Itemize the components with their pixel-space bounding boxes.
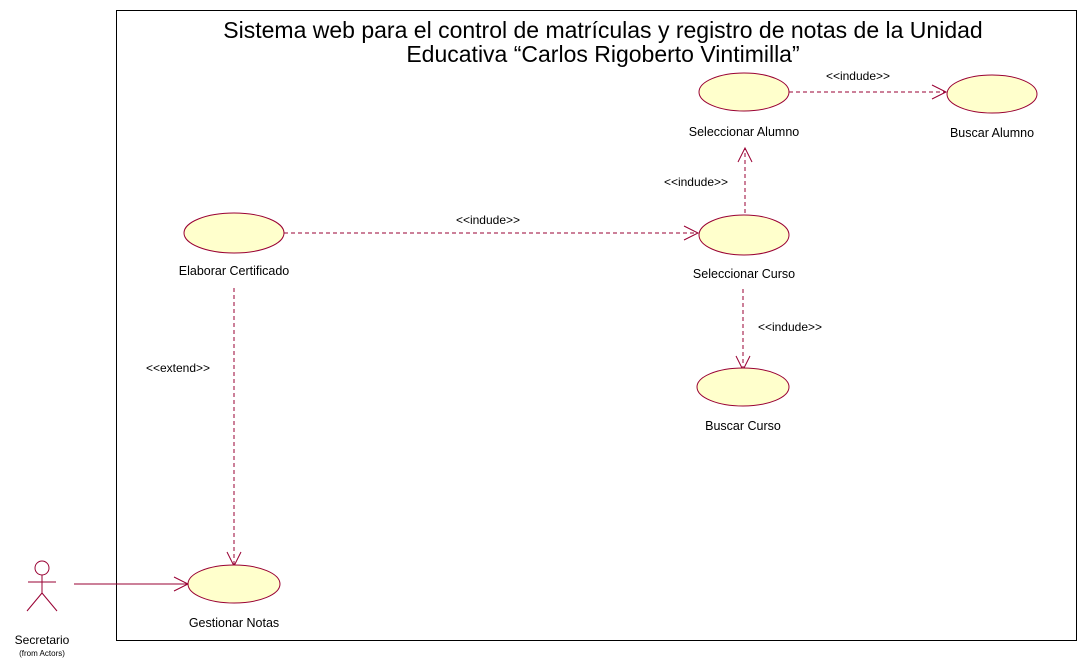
use-case-seleccionar-alumno[interactable] — [698, 72, 790, 112]
use-case-buscar-curso[interactable] — [696, 367, 790, 407]
extend-label-certificado-notas: <<extend>> — [146, 361, 210, 375]
include-seleccionar-curso-buscar-curso — [735, 289, 751, 372]
use-case-label-elaborar-certificado: Elaborar Certificado — [179, 264, 290, 278]
include-label-curso-buscar: <<indude>> — [758, 320, 822, 334]
use-case-label-buscar-alumno: Buscar Alumno — [950, 126, 1034, 140]
system-title-line-2: Educativa “Carlos Rigoberto Vintimilla” — [406, 41, 799, 67]
actor-label-secretario: Secretario — [15, 633, 70, 647]
include-seleccionar-curso-seleccionar-alumno — [737, 146, 753, 213]
association-secretario-gestionar-notas — [74, 576, 190, 592]
use-case-gestionar-notas[interactable] — [187, 564, 281, 604]
use-case-label-gestionar-notas: Gestionar Notas — [189, 616, 279, 630]
include-seleccionar-alumno-buscar-alumno — [789, 84, 948, 100]
actor-package-label: (from Actors) — [19, 649, 65, 658]
include-label-alumno-buscar: <<indude>> — [826, 69, 890, 83]
use-case-seleccionar-curso[interactable] — [698, 214, 790, 256]
include-label-certificado-curso: <<indude>> — [456, 213, 520, 227]
actor-secretario[interactable] — [26, 560, 58, 612]
use-case-elaborar-certificado[interactable] — [183, 212, 285, 254]
include-elaborar-certificado-seleccionar-curso — [284, 225, 700, 241]
include-label-curso-alumno: <<indude>> — [664, 175, 728, 189]
use-case-label-buscar-curso: Buscar Curso — [705, 419, 781, 433]
use-case-buscar-alumno[interactable] — [946, 74, 1038, 114]
system-boundary — [116, 10, 1077, 641]
use-case-label-seleccionar-curso: Seleccionar Curso — [693, 267, 795, 281]
system-title-line-1: Sistema web para el control de matrícula… — [223, 17, 982, 43]
use-case-label-seleccionar-alumno: Seleccionar Alumno — [689, 125, 800, 139]
stick-figure-icon — [26, 560, 58, 612]
extend-elaborar-certificado-gestionar-notas — [226, 288, 242, 568]
